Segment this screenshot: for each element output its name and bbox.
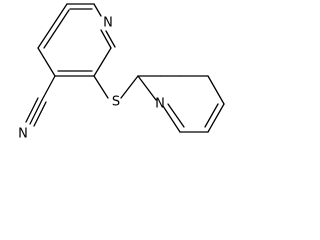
pyridine-ring-left <box>37 3 116 77</box>
bond <box>167 103 185 128</box>
bond <box>162 105 181 133</box>
bond <box>207 103 225 133</box>
bond <box>207 75 225 105</box>
bond <box>204 103 219 128</box>
structure-diagram: N S N N <box>18 3 225 142</box>
bond <box>41 75 56 101</box>
bond <box>105 30 116 48</box>
bond <box>29 99 43 125</box>
atom-label-n: N <box>155 97 165 112</box>
nitrile-group <box>25 75 56 127</box>
bond <box>37 47 56 77</box>
atom-label-s: S <box>112 95 120 110</box>
bond <box>93 47 112 77</box>
bond <box>37 3 68 49</box>
thioether-bridge <box>93 75 139 99</box>
bond <box>33 101 47 127</box>
bond <box>25 97 39 123</box>
pyridine-ring-right <box>137 75 225 133</box>
bond <box>100 29 112 49</box>
bond <box>120 75 139 99</box>
bond <box>137 75 157 101</box>
bond <box>93 3 102 17</box>
atom-label-n: N <box>103 16 113 31</box>
bond <box>43 9 70 49</box>
atom-label-n: N <box>18 127 28 142</box>
bond <box>93 75 109 99</box>
